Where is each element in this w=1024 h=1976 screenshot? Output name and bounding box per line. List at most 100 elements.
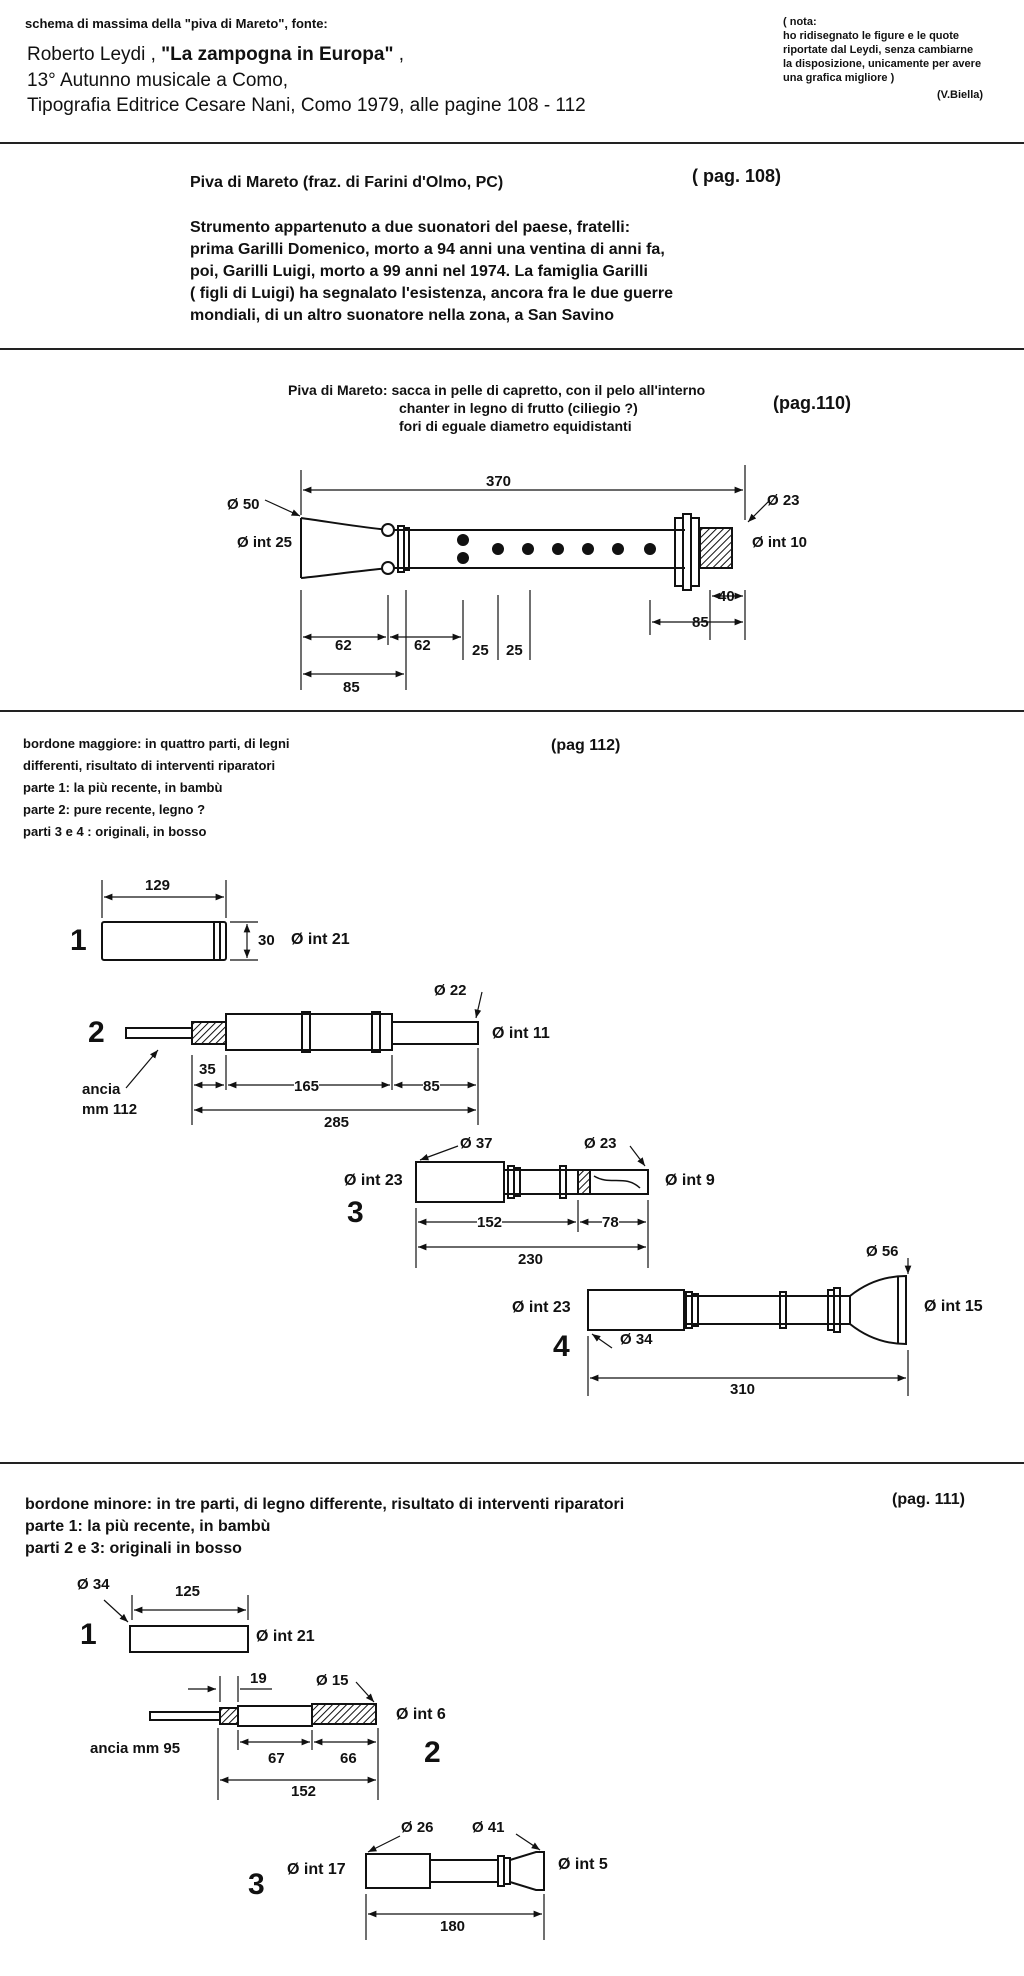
reed-seat bbox=[191, 1021, 227, 1045]
bmag-part1-tube bbox=[101, 921, 227, 961]
dim-label: Ø 41 bbox=[472, 1819, 505, 1836]
chanter-desc: Piva di Mareto: sacca in pelle di capret… bbox=[288, 381, 705, 435]
bmin-desc-line: parti 2 e 3: originali in bosso bbox=[25, 1540, 242, 1557]
bmin-part2-tail bbox=[311, 1703, 377, 1725]
divider bbox=[0, 1462, 1024, 1464]
chanter-ring bbox=[674, 517, 684, 587]
leader bbox=[747, 499, 771, 523]
dim-label: Ø 15 bbox=[316, 1672, 349, 1689]
bmag-part4 bbox=[587, 1274, 907, 1346]
dim-label: 129 bbox=[145, 877, 171, 894]
bmag-part2 bbox=[125, 1011, 479, 1053]
history-line: prima Garilli Domenico, morto a 94 anni … bbox=[190, 241, 665, 258]
dim-label: Ø int 6 bbox=[396, 1706, 446, 1723]
history-line: ( figli di Luigi) ha segnalato l'esisten… bbox=[190, 285, 674, 302]
source-comma: , bbox=[398, 44, 405, 65]
bmag-part2-number: 2 bbox=[88, 1016, 105, 1049]
finger-hole bbox=[457, 552, 469, 564]
dim-label: Ø 34 bbox=[620, 1331, 653, 1348]
chanter-dim-labels: 370 Ø 50 Ø int 25 Ø 23 Ø int 10 40 85 62… bbox=[227, 473, 807, 696]
dim-label: 62 bbox=[335, 637, 352, 654]
dim-label: 165 bbox=[294, 1078, 320, 1095]
history-line: poi, Garilli Luigi, morto a 99 anni nel … bbox=[190, 263, 648, 280]
finger-hole bbox=[492, 543, 504, 555]
bmag-desc-line: parti 3 e 4 : originali, in bosso bbox=[23, 824, 207, 839]
chanter-dimensions bbox=[264, 465, 771, 690]
finger-hole bbox=[522, 543, 534, 555]
divider bbox=[0, 348, 1024, 350]
note-line: la disposizione, unicamente per avere bbox=[783, 58, 982, 70]
dim-label: Ø int 9 bbox=[665, 1172, 715, 1189]
note-block: ( nota: ho ridisegnato le figure e le qu… bbox=[783, 15, 981, 85]
dim-label: 125 bbox=[175, 1583, 201, 1600]
reed-label: ancia mm 95 bbox=[90, 1740, 181, 1757]
finger-hole bbox=[612, 543, 624, 555]
dim-label: Ø 56 bbox=[866, 1243, 899, 1260]
chanter-finger-holes bbox=[457, 534, 656, 564]
chanter-drawing bbox=[300, 513, 733, 591]
history-line: mondiali, di un altro suonatore nella zo… bbox=[190, 307, 615, 324]
bmag-part3-tail bbox=[589, 1169, 649, 1195]
dim-label: 78 bbox=[602, 1214, 619, 1231]
bmag-desc-line: parte 2: pure recente, legno ? bbox=[23, 802, 206, 817]
chanter-ring bbox=[690, 517, 700, 587]
finger-hole bbox=[552, 543, 564, 555]
chanter-desc-line: fori di eguale diametro equidistanti bbox=[399, 418, 632, 434]
bmin-part1-number: 1 bbox=[80, 1618, 97, 1651]
dim-label: 35 bbox=[199, 1061, 216, 1078]
chanter-ring bbox=[682, 513, 692, 591]
dim-label: Ø int 11 bbox=[492, 1025, 550, 1042]
bmag-part4-body bbox=[587, 1289, 685, 1331]
bmag-page-ref: (pag 112) bbox=[551, 737, 621, 754]
bmin-part2 bbox=[149, 1703, 377, 1727]
bmin-desc: bordone minore: in tre parti, di legno d… bbox=[25, 1494, 624, 1560]
dim-label: Ø 50 bbox=[227, 496, 260, 513]
note-line: una grafica migliore ) bbox=[783, 72, 895, 84]
dim-label: Ø int 17 bbox=[287, 1861, 346, 1878]
dim-label: Ø 22 bbox=[434, 982, 467, 999]
bmag-desc-line: parte 1: la più recente, in bambù bbox=[23, 780, 223, 795]
history-page-ref: ( pag. 108) bbox=[692, 166, 782, 186]
bmag-part1-number: 1 bbox=[70, 924, 87, 957]
chanter-desc-line: chanter in legno di frutto (ciliegio ?) bbox=[399, 400, 638, 416]
dim-label: 62 bbox=[414, 637, 431, 654]
source-intro: schema di massima della "piva di Mareto"… bbox=[25, 16, 328, 31]
leader bbox=[264, 499, 301, 517]
dim-label: Ø int 5 bbox=[558, 1856, 608, 1873]
dim-label: 230 bbox=[518, 1251, 544, 1268]
dim-label: 285 bbox=[324, 1114, 350, 1131]
finger-hole bbox=[644, 543, 656, 555]
chanter-thumb-hole bbox=[381, 523, 395, 537]
dim-label: Ø int 21 bbox=[291, 931, 350, 948]
dim-label: 66 bbox=[340, 1750, 357, 1767]
dim-label: 370 bbox=[486, 473, 511, 490]
bmag-part2-tail bbox=[391, 1021, 479, 1045]
chanter-thumb-hole bbox=[381, 561, 395, 575]
bmag-desc-line: differenti, risultato di interventi ripa… bbox=[23, 758, 276, 773]
dim-label: 40 bbox=[718, 588, 735, 605]
bmag-desc-line: bordone maggiore: in quattro parti, di l… bbox=[23, 736, 290, 751]
bmag-part2-body bbox=[225, 1013, 393, 1051]
bmin-part3-body bbox=[365, 1853, 431, 1889]
finger-hole bbox=[457, 534, 469, 546]
source-author: Roberto Leydi , bbox=[27, 44, 156, 65]
dim-label: Ø int 25 bbox=[237, 534, 292, 551]
dim-label: 85 bbox=[692, 614, 709, 631]
history-line: Strumento appartenuto a due suonatori de… bbox=[190, 219, 631, 236]
divider bbox=[0, 710, 1024, 712]
finger-hole bbox=[582, 543, 594, 555]
source-publisher: Tipografia Editrice Cesare Nani, Como 19… bbox=[27, 95, 586, 116]
source-book-title: "La zampogna in Europa" bbox=[161, 44, 394, 65]
chanter-body bbox=[390, 529, 685, 569]
dim-label: 25 bbox=[506, 642, 523, 659]
divider bbox=[0, 142, 1024, 144]
bmin-page-ref: (pag. 111) bbox=[892, 1491, 965, 1508]
dim-label: 67 bbox=[268, 1750, 285, 1767]
reed-label-line: mm 112 bbox=[82, 1101, 138, 1118]
bmag-part3 bbox=[415, 1161, 649, 1203]
dim-label: 152 bbox=[291, 1783, 317, 1800]
bmin-part2-body bbox=[237, 1705, 313, 1727]
bmag-part3-body bbox=[415, 1161, 505, 1203]
bmin-part2-number: 2 bbox=[424, 1736, 441, 1769]
